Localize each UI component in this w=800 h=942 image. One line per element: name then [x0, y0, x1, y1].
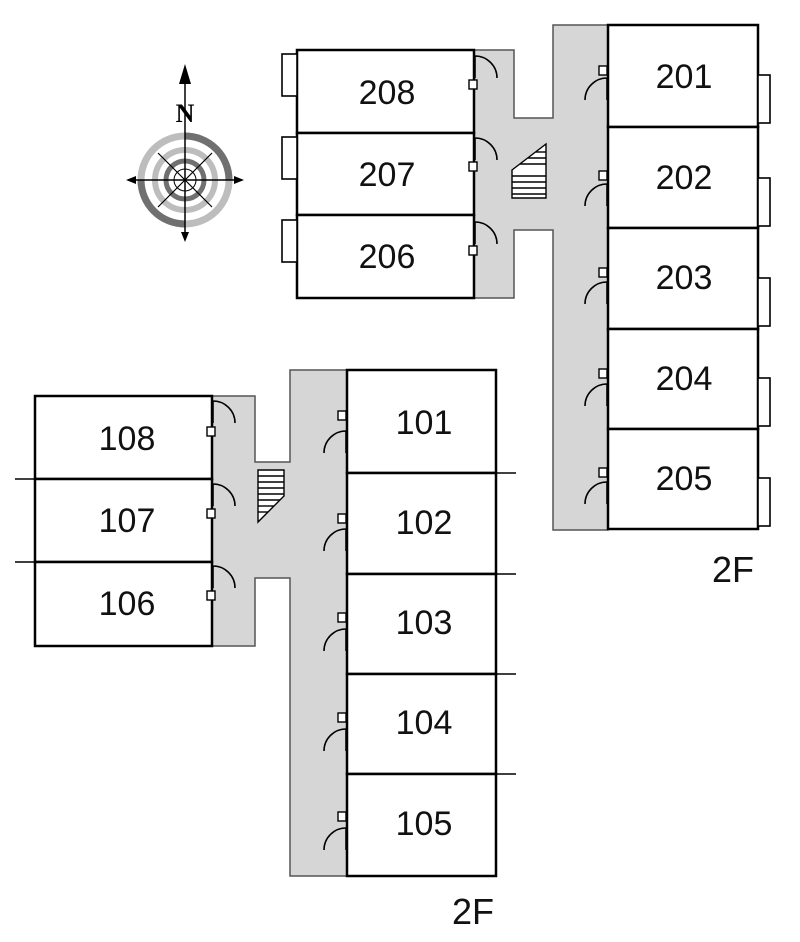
- door-102-icon: [323, 513, 347, 552]
- room-205: [606, 427, 760, 531]
- room-202-label: 202: [656, 159, 713, 197]
- room-206-label: 206: [359, 238, 416, 276]
- door-108-icon: [206, 400, 236, 437]
- room-201-label: 201: [656, 58, 713, 96]
- upper-floor-label: 2F: [712, 549, 754, 590]
- room-204: [606, 327, 760, 431]
- room-203: [606, 226, 760, 331]
- room-107: [33, 477, 214, 564]
- upper-stairs-icon: [511, 142, 547, 199]
- room-102-label: 102: [396, 504, 453, 542]
- lower-stairs-icon: [257, 469, 285, 524]
- door-103-icon: [323, 612, 347, 652]
- door-203-icon: [584, 267, 608, 305]
- room-106: [33, 560, 214, 648]
- room-104-label: 104: [396, 704, 453, 742]
- door-105-icon: [323, 811, 347, 851]
- door-208-icon: [468, 55, 498, 90]
- balcony-207: [281, 136, 298, 180]
- compass-rose-icon: [126, 64, 244, 242]
- room-108-label: 108: [99, 420, 156, 458]
- door-202-icon: [584, 170, 608, 207]
- room-102: [345, 471, 498, 576]
- room-208-label: 208: [359, 74, 416, 112]
- door-101-icon: [323, 410, 347, 454]
- balcony-205: [757, 477, 771, 527]
- door-205-icon: [584, 467, 608, 505]
- door-107-icon: [206, 483, 236, 519]
- room-105-label: 105: [396, 805, 453, 843]
- balcony-208: [281, 53, 298, 97]
- lower-floor-label: 2F: [452, 891, 494, 932]
- lower-block: 108 107 106 101 102 103 104 105: [15, 368, 516, 878]
- room-202: [606, 125, 760, 230]
- balcony-204: [757, 377, 771, 427]
- door-204-icon: [584, 368, 608, 407]
- room-206: [295, 213, 476, 300]
- door-104-icon: [323, 712, 347, 752]
- compass-north-label: N: [176, 99, 195, 128]
- lower-corridor: [211, 369, 348, 877]
- room-101: [345, 368, 498, 475]
- room-205-label: 205: [656, 460, 713, 498]
- room-105: [345, 772, 498, 878]
- room-103-label: 103: [396, 604, 453, 642]
- door-206-icon: [468, 221, 498, 256]
- balcony-202: [757, 177, 771, 227]
- room-207: [295, 131, 476, 217]
- room-204-label: 204: [656, 360, 713, 398]
- balcony-201: [757, 74, 771, 124]
- room-108: [33, 394, 214, 481]
- door-201-icon: [584, 65, 608, 101]
- door-207-icon: [468, 137, 498, 172]
- door-106-icon: [206, 565, 236, 601]
- balcony-203: [757, 277, 771, 327]
- room-107-label: 107: [99, 502, 156, 540]
- balcony-206: [281, 219, 298, 263]
- room-208: [295, 48, 476, 135]
- room-103: [345, 572, 498, 676]
- room-101-label: 101: [396, 404, 453, 442]
- upper-block: 208 207 206 201 202 203 204 205: [281, 23, 771, 531]
- room-203-label: 203: [656, 259, 713, 297]
- room-207-label: 207: [359, 156, 416, 194]
- room-106-label: 106: [99, 585, 156, 623]
- room-104: [345, 672, 498, 776]
